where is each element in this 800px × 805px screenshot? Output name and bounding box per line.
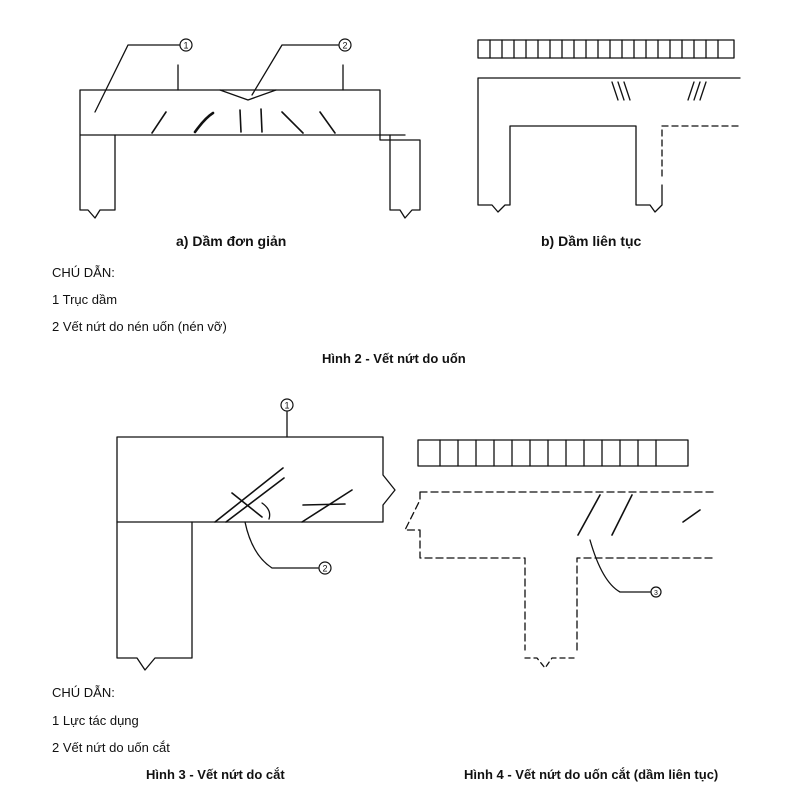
fig2b-continuous-beam [477, 39, 741, 213]
fig2b-load-ticks [489, 39, 719, 59]
fig4-continuous-beam [404, 439, 717, 669]
fig2a-right-column [379, 134, 421, 219]
fig2a-cracks [151, 108, 336, 134]
fig2-callout-1-label: 1 [183, 41, 188, 51]
fig2-callout-2 [338, 38, 352, 52]
fig3-cracks [214, 467, 353, 523]
fig2-callout-2-label: 2 [342, 41, 347, 51]
fig2b-beam-outline [477, 77, 741, 213]
fig3-beam-outline [116, 436, 396, 523]
fig3-shear-beam [116, 411, 396, 671]
fig3-callout-2-label: 2 [322, 564, 327, 574]
fig3-callout-1 [280, 398, 294, 412]
fig3-legend-item-1: 1 Lực tác dụng [52, 713, 139, 728]
fig4-column-base [524, 657, 578, 669]
fig3-callout-2 [318, 561, 332, 575]
fig2-legend-item-1: 1 Trục dầm [52, 292, 118, 307]
fig2-legend-item-2: 2 Vết nứt do nén uốn (nén vỡ) [52, 319, 227, 334]
fig2a-leader-1 [94, 44, 181, 113]
fig2-title: Hình 2 - Vết nứt do uốn [322, 351, 466, 366]
fig2a-beam-outline [79, 89, 406, 219]
fig2b-load-strip [477, 39, 735, 59]
fig3-angle-arc [261, 502, 271, 520]
fig3-title: Hình 3 - Vết nứt do cắt [146, 767, 285, 782]
fig4-leader-3 [589, 539, 651, 593]
fig3-legend-item-2: 2 Vết nứt do uốn cắt [52, 740, 170, 755]
fig3-legend-title: CHÚ DẪN: [52, 685, 115, 700]
fig2a-crush-wedge [219, 89, 277, 101]
fig2b-caption: b) Dầm liên tục [541, 233, 642, 249]
fig4-callout-3-label: 3 [654, 590, 658, 597]
fig4-beam-outline [404, 491, 717, 651]
fig3-callout-1-label: 1 [284, 401, 289, 411]
fig4-title: Hình 4 - Vết nứt do uốn cắt (dầm liên tụ… [464, 767, 719, 782]
fig2b-cracks [611, 81, 707, 101]
fig4-load-ticks [439, 439, 657, 467]
fig3-column [116, 521, 193, 671]
fig4-callout-3 [650, 586, 662, 598]
callout-labels: 1 2 1 2 3 [183, 41, 658, 598]
fig4-load-strip [417, 439, 689, 467]
fig2-callout-1 [179, 38, 193, 52]
fig2a-simple-beam [79, 44, 421, 219]
fig4-cracks [577, 494, 701, 536]
callouts [179, 38, 662, 598]
fig2-legend-title: CHÚ DẪN: [52, 265, 115, 280]
fig2a-leader-2 [251, 44, 339, 96]
fig3-leader-2 [244, 521, 319, 569]
fig2a-caption: a) Dầm đơn giản [176, 233, 287, 249]
